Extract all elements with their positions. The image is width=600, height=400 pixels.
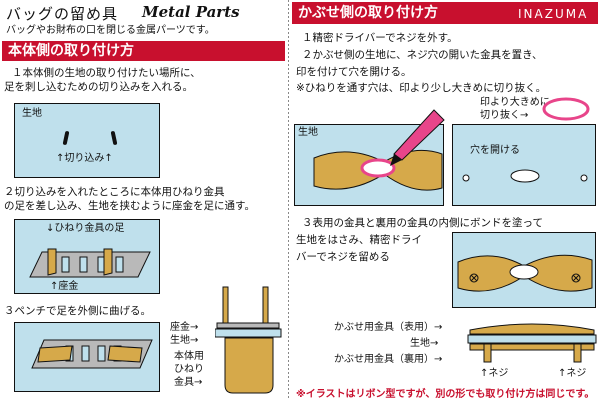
side-label-body-3: 金具→ bbox=[174, 377, 203, 388]
side-label-fabric: 生地→ bbox=[170, 335, 199, 346]
footnote: ※イラストはリボン型ですが、別の形でも取り付け方は同じです。 bbox=[296, 389, 595, 400]
step2-line2: の足を差し込み、生地を挟むように座金を足に通す。 bbox=[4, 200, 255, 212]
title-jp: バッグの留め具 bbox=[6, 5, 119, 23]
hole-illustration bbox=[462, 169, 588, 183]
assembly-illustration bbox=[467, 323, 597, 363]
bent-legs-illustration bbox=[31, 339, 153, 369]
step3-text: ３ペンチで足を外側に曲げる。 bbox=[4, 305, 151, 317]
screw-label-right: ↑ネジ bbox=[558, 368, 587, 379]
r-step2-line2: 印を付けて穴を開ける。 bbox=[296, 66, 412, 78]
r-step2-line3: ※ひねりを通す穴は、印より少し大きめに切り抜く。 bbox=[296, 82, 547, 94]
title-en: Metal Parts bbox=[142, 3, 240, 21]
cut-label-2: 切り抜く→ bbox=[480, 110, 529, 121]
r-step3-line3: バーでネジを留める bbox=[296, 251, 390, 263]
side-label-washer: 座金→ bbox=[170, 322, 199, 333]
leg-label: ↓ひねり金具の足 bbox=[46, 223, 125, 234]
assembly-label-fabric: 生地→ bbox=[410, 338, 439, 349]
r-fabric-panel-2 bbox=[452, 124, 596, 206]
side-label-body-2: ひねり bbox=[174, 364, 204, 375]
assembly-label-back: かぶせ用金具（裏用）→ bbox=[334, 354, 443, 365]
step1-line1: １本体側の生地の取り付けたい場所に、 bbox=[12, 67, 201, 79]
side-view-illustration bbox=[215, 286, 282, 394]
cutout-ellipse bbox=[542, 97, 590, 121]
bow-marking-illustration bbox=[313, 109, 445, 191]
cut-label: ↑切り込み↑ bbox=[56, 153, 113, 164]
brand-name: INAZUMA bbox=[518, 7, 589, 21]
screw-label-left: ↑ネジ bbox=[480, 368, 509, 379]
washer-illustration bbox=[29, 248, 151, 278]
r-step3-line1: ３表用の金具と裏用の金具の内側にボンドを塗って bbox=[302, 217, 543, 229]
r-step1: １精密ドライバーでネジを外す。 bbox=[302, 32, 458, 44]
fabric-label: 生地 bbox=[22, 108, 42, 119]
side-label-body-1: 本体用 bbox=[174, 351, 204, 362]
fabric-panel bbox=[14, 103, 160, 178]
r-step3-line2: 生地をはさみ、精密ドライ bbox=[296, 234, 422, 246]
step1-line2: 足を刺し込むための切り込みを入れる。 bbox=[4, 81, 193, 93]
r-fabric-label: 生地 bbox=[298, 127, 318, 138]
r-step2-line1: ２かぶせ側の生地に、ネジ穴の開いた金具を置き、 bbox=[302, 49, 543, 61]
cut-label-1: 印より大きめに bbox=[480, 97, 550, 108]
assembly-label-top: かぶせ用金具（表用）→ bbox=[334, 322, 443, 333]
bow-with-screws-illustration bbox=[457, 254, 593, 292]
washer-label: ↑座金 bbox=[50, 281, 79, 292]
section-title-flap: かぶせ側の取り付け方 bbox=[292, 2, 598, 24]
subtitle: バッグやお財布の口を閉じる金属パーツです。 bbox=[6, 25, 215, 36]
step2-line1: ２切り込みを入れたところに本体用ひねり金具 bbox=[4, 186, 225, 198]
column-divider bbox=[288, 0, 289, 400]
section-title-body: 本体側の取り付け方 bbox=[2, 41, 285, 61]
hole-label: 穴を開ける bbox=[470, 145, 520, 156]
